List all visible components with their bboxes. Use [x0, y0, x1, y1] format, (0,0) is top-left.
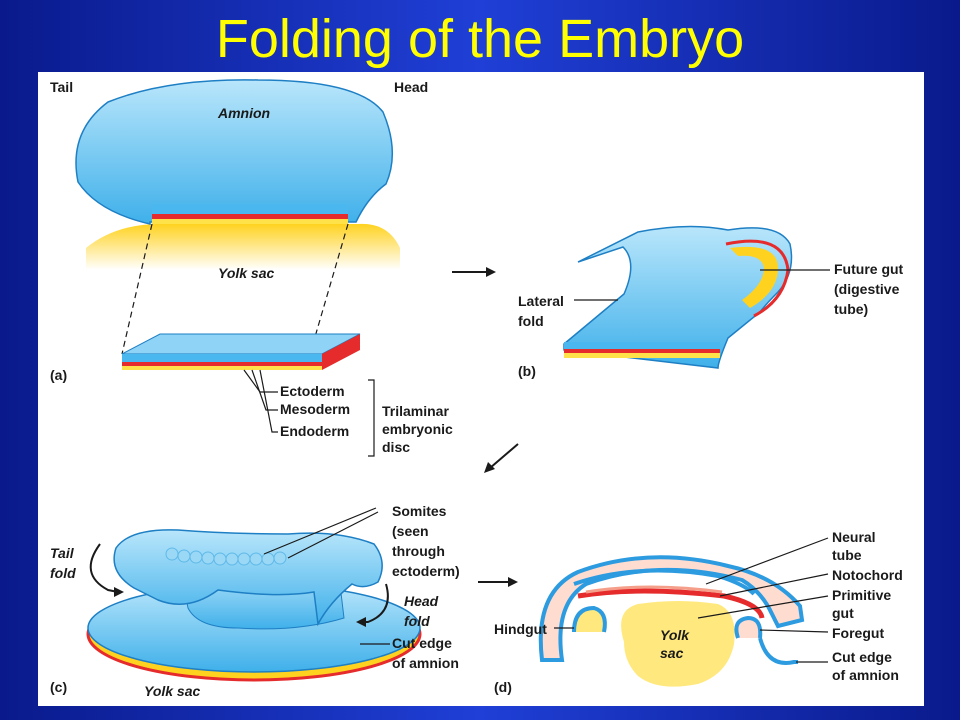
amnion-label: Amnion — [217, 105, 270, 121]
tail-fold-arrowhead — [114, 587, 124, 597]
hindgut-label: Hindgut — [494, 621, 547, 637]
cut-edge-label-c-1: Cut edge — [392, 635, 452, 651]
primitive-gut-label-2: gut — [832, 605, 854, 621]
panel-d: Neural tube Notochord Primitive gut Fore… — [494, 529, 903, 695]
mesoderm-label: Mesoderm — [280, 401, 350, 417]
cut-edge-d — [758, 637, 798, 665]
disc-endoderm-a — [152, 219, 348, 224]
primitive-gut-leader — [697, 595, 829, 619]
disc-endoderm-b — [564, 353, 720, 358]
trilaminar-label-1: Trilaminar — [382, 403, 449, 419]
cut-edge-label-d-2: of amnion — [832, 667, 899, 683]
notochord-d — [585, 585, 723, 594]
tail-fold-label-1: Tail — [50, 545, 75, 561]
yolk-sac-label-a: Yolk sac — [218, 265, 275, 281]
foregut-d — [734, 615, 763, 639]
disc-ectoderm-a — [152, 204, 348, 214]
projection-line-left — [121, 223, 153, 355]
foregut-leader — [759, 629, 829, 633]
amnion-outer-d — [538, 555, 805, 662]
head-fold-arrowhead — [356, 617, 366, 627]
somites-leader-1 — [263, 507, 377, 555]
future-gut-label-2: (digestive — [834, 281, 900, 297]
slide-title: Folding of the Embryo — [215, 9, 745, 69]
yolk-sac-shape-a — [86, 223, 400, 270]
trilaminar-label-2: embryonic — [382, 421, 453, 437]
yolk-label-d-2: sac — [660, 645, 684, 661]
disc-layer-endo — [122, 366, 322, 370]
embryo-folding-diagram: Tail Head Amnion Yolk sac (a) Ectoderm M… — [50, 79, 904, 699]
yolk-label-d-1: Yolk — [660, 627, 690, 643]
tail-fold-arrow — [89, 543, 119, 593]
future-gut-label-3: tube) — [834, 301, 868, 317]
somites-label-3: through — [392, 543, 445, 559]
notochord-leader — [719, 573, 829, 597]
panel-a-letter: (a) — [50, 367, 67, 383]
disc-top-a — [121, 333, 361, 355]
lateral-fold-label-1: Lateral — [518, 293, 564, 309]
arrow-a-to-b-head — [486, 267, 496, 277]
disc-layer-meso — [122, 362, 322, 366]
somites-label-1: Somites — [392, 503, 447, 519]
neural-tube-label-2: tube — [832, 547, 862, 563]
head-label: Head — [394, 79, 428, 95]
primitive-gut-label-1: Primitive — [832, 587, 891, 603]
panel-b-letter: (b) — [518, 363, 536, 379]
trilaminar-bracket — [368, 379, 375, 457]
disc-mesoderm-a — [152, 214, 348, 219]
yolk-sac-label-c: Yolk sac — [144, 683, 201, 699]
neural-tube-d — [573, 568, 756, 596]
yolk-sac-d — [621, 601, 735, 687]
folded-disc-shape — [563, 225, 793, 369]
panel-a: Tail Head Amnion Yolk sac (a) Ectoderm M… — [50, 79, 453, 457]
future-gut-label-1: Future gut — [834, 261, 904, 277]
disc-side-a — [322, 334, 360, 370]
head-fold-arrow — [362, 583, 389, 623]
panel-c-letter: (c) — [50, 679, 67, 695]
hindgut-d — [572, 605, 607, 633]
ectoderm-label: Ectoderm — [280, 383, 345, 399]
mesoderm-leader — [251, 369, 278, 411]
trilaminar-label-3: disc — [382, 439, 410, 455]
somites-label-2: (seen — [392, 523, 429, 539]
disc-layer-ecto — [122, 354, 322, 362]
somites-row — [165, 547, 287, 566]
notochord-label: Notochord — [832, 567, 903, 583]
head-fold-label-2: fold — [404, 613, 430, 629]
lateral-fold-label-2: fold — [518, 313, 544, 329]
amnion-shape — [75, 79, 394, 225]
disc-ectoderm-b — [564, 342, 720, 349]
panel-b: Lateral fold Future gut (digestive tube)… — [518, 225, 904, 379]
endoderm-leader — [259, 369, 278, 433]
somites-leader-2 — [287, 511, 379, 559]
panel-d-letter: (d) — [494, 679, 512, 695]
panel-c: Tail fold Somites (seen through ectoderm… — [50, 503, 460, 699]
foregut-label: Foregut — [832, 625, 884, 641]
tail-fold-label-2: fold — [50, 565, 76, 581]
endoderm-label: Endoderm — [280, 423, 349, 439]
diagram-panel: Tail Head Amnion Yolk sac (a) Ectoderm M… — [38, 72, 924, 706]
future-gut-shape — [730, 246, 778, 308]
tail-label: Tail — [50, 79, 73, 95]
arrow-c-to-d-head — [508, 577, 518, 587]
cut-edge-label-c-2: of amnion — [392, 655, 459, 671]
projection-line-right — [309, 223, 349, 355]
neural-tube-label-1: Neural — [832, 529, 876, 545]
neural-tube-leader — [705, 537, 829, 585]
arrow-b-to-c-head — [484, 462, 495, 473]
disc-mesoderm-b — [564, 349, 720, 353]
head-fold-label-1: Head — [404, 593, 439, 609]
cut-edge-label-d-1: Cut edge — [832, 649, 892, 665]
somites-label-4: ectoderm) — [392, 563, 460, 579]
arrow-b-to-c — [489, 443, 519, 469]
